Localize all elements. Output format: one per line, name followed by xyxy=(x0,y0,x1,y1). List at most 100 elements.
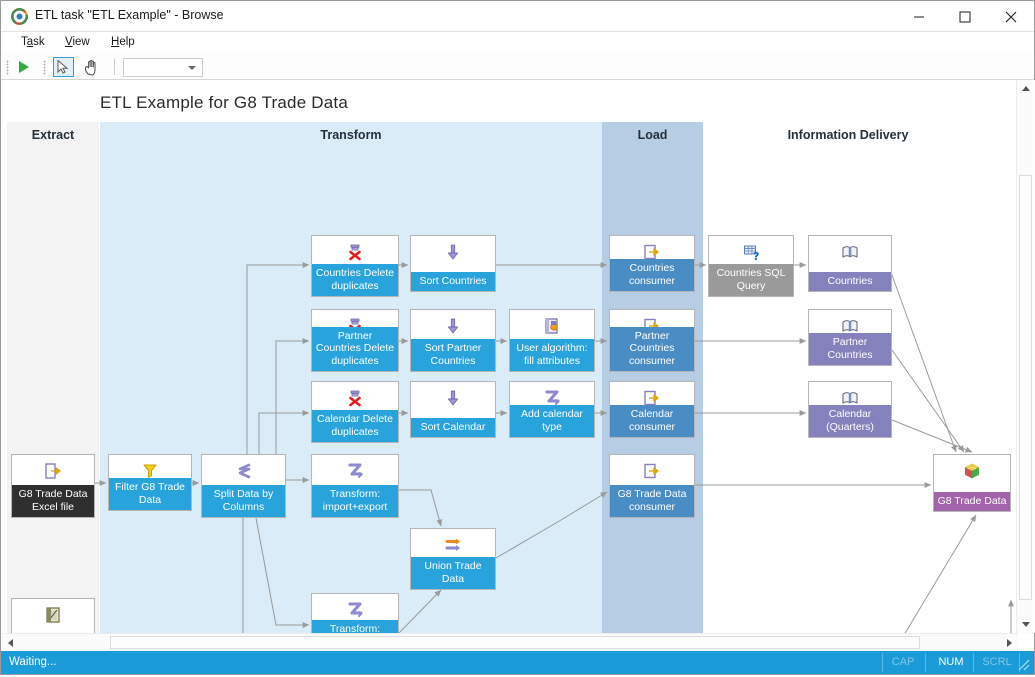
transform-z-icon xyxy=(312,598,398,622)
dimension-book-icon xyxy=(809,314,891,338)
node-countries-dim[interactable]: Countries xyxy=(808,235,892,292)
node-countries-dedup[interactable]: Countries Delete duplicates xyxy=(311,235,399,297)
horizontal-scrollbar[interactable] xyxy=(2,633,1018,651)
consumer-arrow-icon xyxy=(610,459,694,483)
node-partner-cons[interactable]: Partner Countries consumer xyxy=(609,309,695,372)
diagram-canvas[interactable]: ETL Example for G8 Trade Data Extract Tr… xyxy=(1,80,1035,633)
node-g8-excel[interactable]: G8 Trade Data Excel file xyxy=(11,454,95,518)
etl-app-icon xyxy=(11,8,28,25)
node-split-columns[interactable]: Split Data by Columns xyxy=(201,454,286,518)
close-button[interactable] xyxy=(988,1,1034,32)
consumer-arrow-icon xyxy=(610,386,694,410)
node-label: Countries SQL Query xyxy=(709,264,793,296)
node-label: G8 Trade Data xyxy=(934,491,1010,511)
node-partner-dedup[interactable]: Partner Countries Delete duplicates xyxy=(311,309,399,372)
node-calendar-cons[interactable]: Calendar consumer xyxy=(609,381,695,438)
node-partner-dim[interactable]: Partner Countries xyxy=(808,309,892,366)
lane-load xyxy=(602,122,703,633)
menu-view[interactable]: View xyxy=(65,36,90,48)
resize-grip-icon[interactable] xyxy=(1017,658,1031,672)
status-indicator-cap: CAP xyxy=(891,656,915,668)
node-label: Countries xyxy=(809,271,891,291)
node-union-trade[interactable]: Union Trade Data xyxy=(410,528,496,590)
node-user-algorithm[interactable]: User algorithm: fill attributes xyxy=(509,309,595,372)
node-transform-ie[interactable]: Transform: import+export xyxy=(311,454,399,518)
node-label: User algorithm: fill attributes xyxy=(510,339,594,371)
node-label: Transform: import+export xyxy=(312,485,398,517)
node-label: Sort Partner Countries xyxy=(411,339,495,371)
node-sort-countries[interactable]: Sort Countries xyxy=(410,235,496,292)
node-label: Transform: convert Export from mln to bl… xyxy=(312,619,398,633)
maximize-button[interactable] xyxy=(942,1,988,32)
consumer-arrow-icon xyxy=(610,240,694,264)
toolbar-separator xyxy=(114,59,115,75)
title-bar: ETL task "ETL Example" - Browse xyxy=(1,1,1034,32)
node-label: Calendar (Quarters) xyxy=(809,405,891,437)
delete-duplicates-icon xyxy=(312,386,398,410)
toolbar-grip-2[interactable] xyxy=(43,60,46,75)
node-add-cal-type[interactable]: Add calendar type xyxy=(509,381,595,438)
svg-text:?: ? xyxy=(753,250,759,262)
node-label: Partner Countries xyxy=(809,333,891,365)
node-label: Add calendar type xyxy=(510,405,594,437)
toolbar-combo[interactable] xyxy=(123,58,203,77)
chevron-down-icon[interactable] xyxy=(188,66,196,70)
node-label: Partner Countries Delete duplicates xyxy=(312,326,398,371)
vertical-scrollbar[interactable] xyxy=(1016,80,1034,633)
select-arrow-icon[interactable] xyxy=(53,57,74,77)
menu-help[interactable]: Help xyxy=(111,36,135,48)
scroll-left-icon[interactable] xyxy=(2,634,19,651)
window-title: ETL task "ETL Example" - Browse xyxy=(35,8,224,22)
vertical-scroll-thumb[interactable] xyxy=(1019,175,1032,600)
pan-hand-icon[interactable] xyxy=(81,58,103,77)
node-calendar-dim[interactable]: Calendar (Quarters) xyxy=(808,381,892,438)
menu-bar: Task View Help xyxy=(1,32,1034,54)
page-title: ETL Example for G8 Trade Data xyxy=(100,93,349,112)
node-label: Union Trade Data xyxy=(411,557,495,589)
node-label: Calendar Delete duplicates xyxy=(312,410,398,442)
status-indicator-num: NUM xyxy=(938,656,964,668)
node-filter-g8[interactable]: Filter G8 Trade Data xyxy=(108,454,192,511)
node-label: Split Data by Columns xyxy=(202,485,285,517)
minimize-button[interactable] xyxy=(896,1,942,32)
scroll-down-icon[interactable] xyxy=(1017,616,1034,633)
filter-funnel-icon xyxy=(109,459,191,483)
node-label: Filter G8 Trade Data xyxy=(109,478,191,510)
lane-extract xyxy=(7,122,99,633)
node-label: Sort Countries xyxy=(411,271,495,291)
log-table-icon xyxy=(12,603,94,627)
toolbar-grip-1[interactable] xyxy=(6,60,9,75)
node-calendar-dedup[interactable]: Calendar Delete duplicates xyxy=(311,381,399,443)
node-etllog[interactable]: ETLLOG xyxy=(11,598,95,633)
scroll-right-icon[interactable] xyxy=(1001,634,1018,651)
delete-duplicates-icon xyxy=(312,240,398,264)
node-countries-sql[interactable]: ? Countries SQL Query xyxy=(708,235,794,297)
sql-query-icon: ? xyxy=(709,240,793,264)
node-g8-cons[interactable]: G8 Trade Data consumer xyxy=(609,454,695,518)
lane-title-load: Load xyxy=(637,128,668,142)
lane-transform xyxy=(100,122,602,633)
dimension-book-icon xyxy=(809,240,891,264)
node-sort-calendar[interactable]: Sort Calendar xyxy=(410,381,496,438)
node-transform-mln[interactable]: Transform: convert Export from mln to bl… xyxy=(311,593,399,633)
horizontal-scroll-thumb[interactable] xyxy=(110,636,920,649)
cube-icon xyxy=(934,459,1010,483)
export-file-icon xyxy=(12,459,94,483)
lane-title-transform: Transform xyxy=(320,128,382,142)
run-play-icon[interactable] xyxy=(15,59,32,75)
node-label: G8 Trade Data consumer xyxy=(610,485,694,517)
toolbar xyxy=(1,54,1034,80)
scroll-up-icon[interactable] xyxy=(1017,80,1034,97)
node-sort-partner[interactable]: Sort Partner Countries xyxy=(410,309,496,372)
status-indicator-scrl: SCRL xyxy=(982,656,1012,668)
transform-z-icon xyxy=(312,459,398,483)
node-g8-cube[interactable]: G8 Trade Data xyxy=(933,454,1011,512)
sort-down-icon xyxy=(411,386,495,410)
node-label: Partner Countries consumer xyxy=(610,326,694,371)
user-algorithm-icon xyxy=(510,314,594,338)
node-countries-cons[interactable]: Countries consumer xyxy=(609,235,695,292)
menu-task[interactable]: Task xyxy=(21,36,45,48)
node-label: Calendar consumer xyxy=(610,405,694,437)
node-label: Sort Calendar xyxy=(411,417,495,437)
